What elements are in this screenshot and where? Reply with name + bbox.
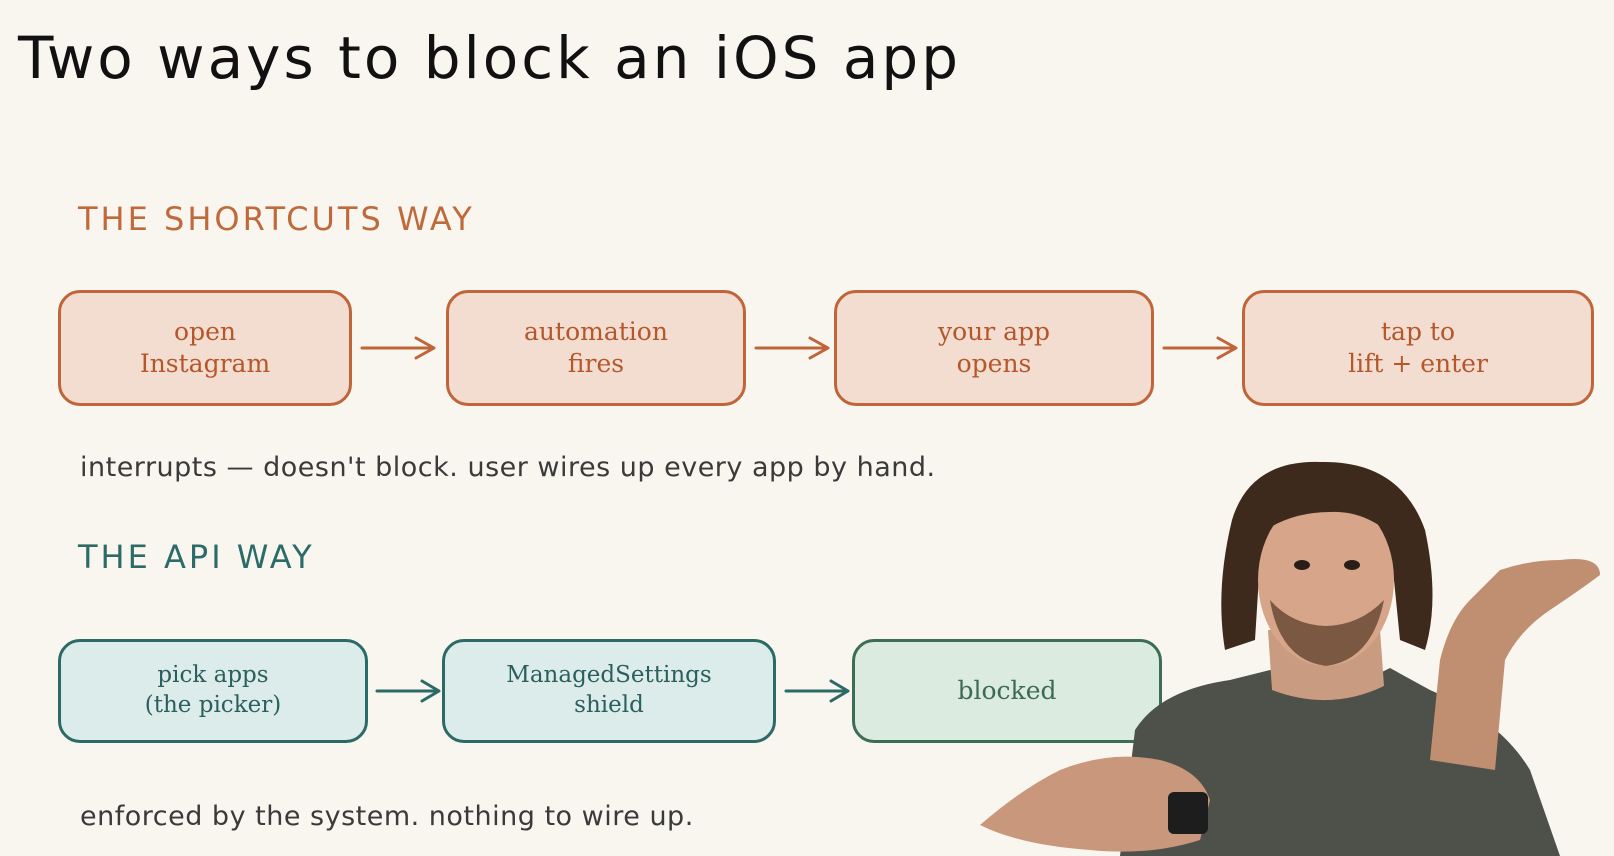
- presenter-beard: [1270, 600, 1384, 666]
- presenter-shirt: [1120, 668, 1560, 856]
- step-pick-apps: pick apps (the picker): [58, 639, 368, 743]
- step-line: blocked: [957, 675, 1057, 705]
- presenter-left-hand: [1430, 559, 1600, 770]
- arrow-icon: [360, 336, 436, 360]
- step-line: your app: [937, 316, 1051, 346]
- presenter-wristband: [1168, 792, 1208, 834]
- shortcuts-note: interrupts — doesn't block. user wires u…: [80, 452, 936, 483]
- arrow-icon: [784, 679, 850, 703]
- step-managedsettings-shield: ManagedSettings shield: [442, 639, 776, 743]
- presenter-face: [1258, 494, 1394, 666]
- presenter-neck: [1268, 630, 1384, 701]
- shortcuts-heading: THE SHORTCUTS WAY: [78, 200, 475, 238]
- step-automation-fires: automation fires: [446, 290, 746, 406]
- step-line: tap to: [1381, 316, 1455, 346]
- step-line: lift + enter: [1348, 349, 1488, 378]
- api-heading: THE API WAY: [78, 538, 315, 576]
- step-line: opens: [956, 349, 1032, 378]
- presenter-right-hand: [980, 756, 1210, 852]
- presenter-eye: [1294, 560, 1310, 570]
- step-line: pick apps: [157, 662, 269, 689]
- step-line: ManagedSettings: [506, 662, 712, 689]
- arrow-icon: [754, 336, 830, 360]
- step-line: automation: [524, 316, 668, 346]
- presenter-hair: [1221, 461, 1433, 650]
- step-line: shield: [574, 692, 644, 718]
- step-line: open: [174, 316, 236, 346]
- step-line: fires: [567, 349, 625, 378]
- arrow-icon: [1162, 336, 1238, 360]
- step-line: (the picker): [144, 692, 282, 718]
- presenter-eye: [1344, 560, 1360, 570]
- step-open-instagram: open Instagram: [58, 290, 352, 406]
- step-line: Instagram: [139, 349, 271, 378]
- page-title: Two ways to block an iOS app: [18, 24, 962, 92]
- step-blocked: blocked: [852, 639, 1162, 743]
- step-your-app-opens: your app opens: [834, 290, 1154, 406]
- arrow-icon: [375, 679, 441, 703]
- api-note: enforced by the system. nothing to wire …: [80, 801, 694, 832]
- step-tap-to-lift-enter: tap to lift + enter: [1242, 290, 1594, 406]
- presenter-hair-front: [1252, 483, 1402, 545]
